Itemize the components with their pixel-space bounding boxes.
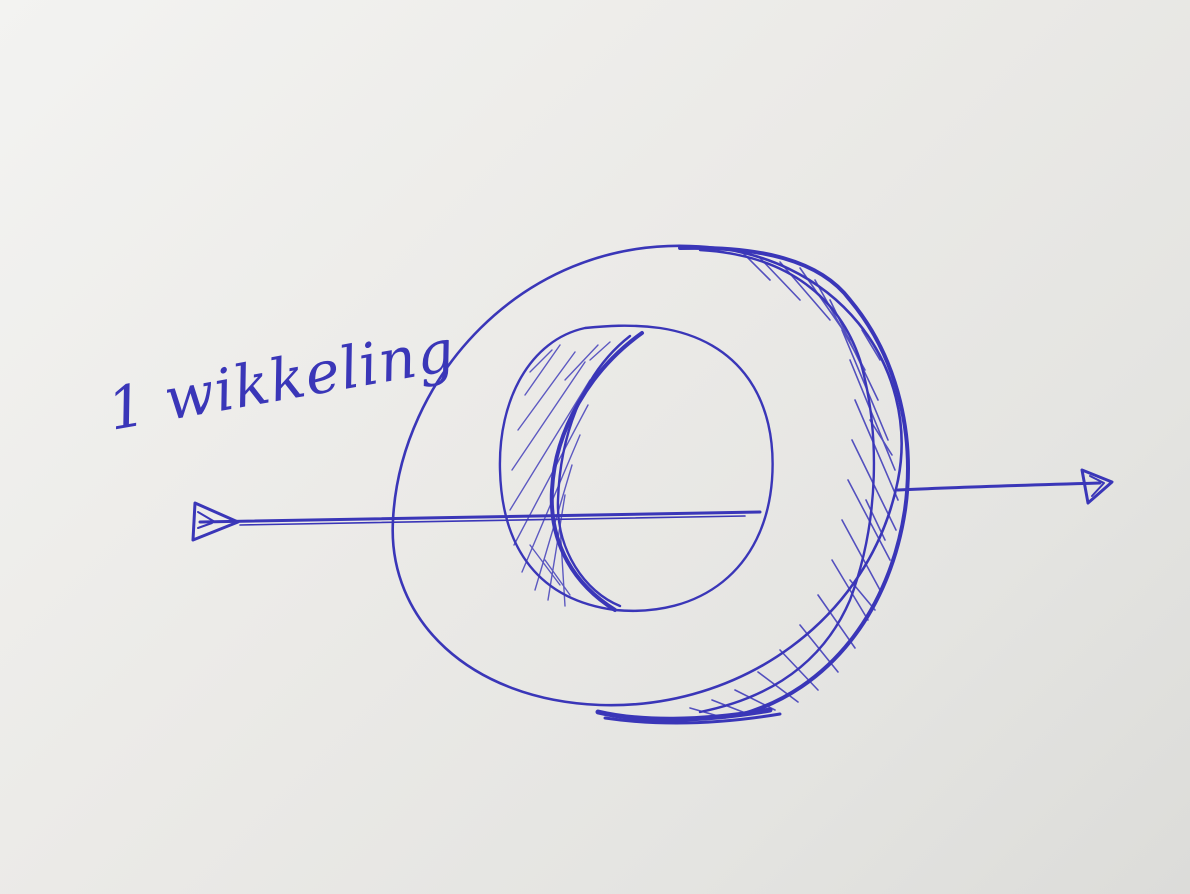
hatch-stroke	[780, 262, 830, 320]
hatch-stroke	[525, 345, 560, 395]
hatch-stroke	[855, 400, 898, 500]
winding-label: 1 wikkeling	[103, 316, 460, 444]
axis-tail-fill	[198, 512, 215, 528]
hatch-stroke	[758, 672, 798, 702]
axis-arrowhead	[1082, 470, 1112, 503]
hatch-stroke	[514, 405, 588, 545]
axis-line-exit	[898, 483, 1100, 490]
